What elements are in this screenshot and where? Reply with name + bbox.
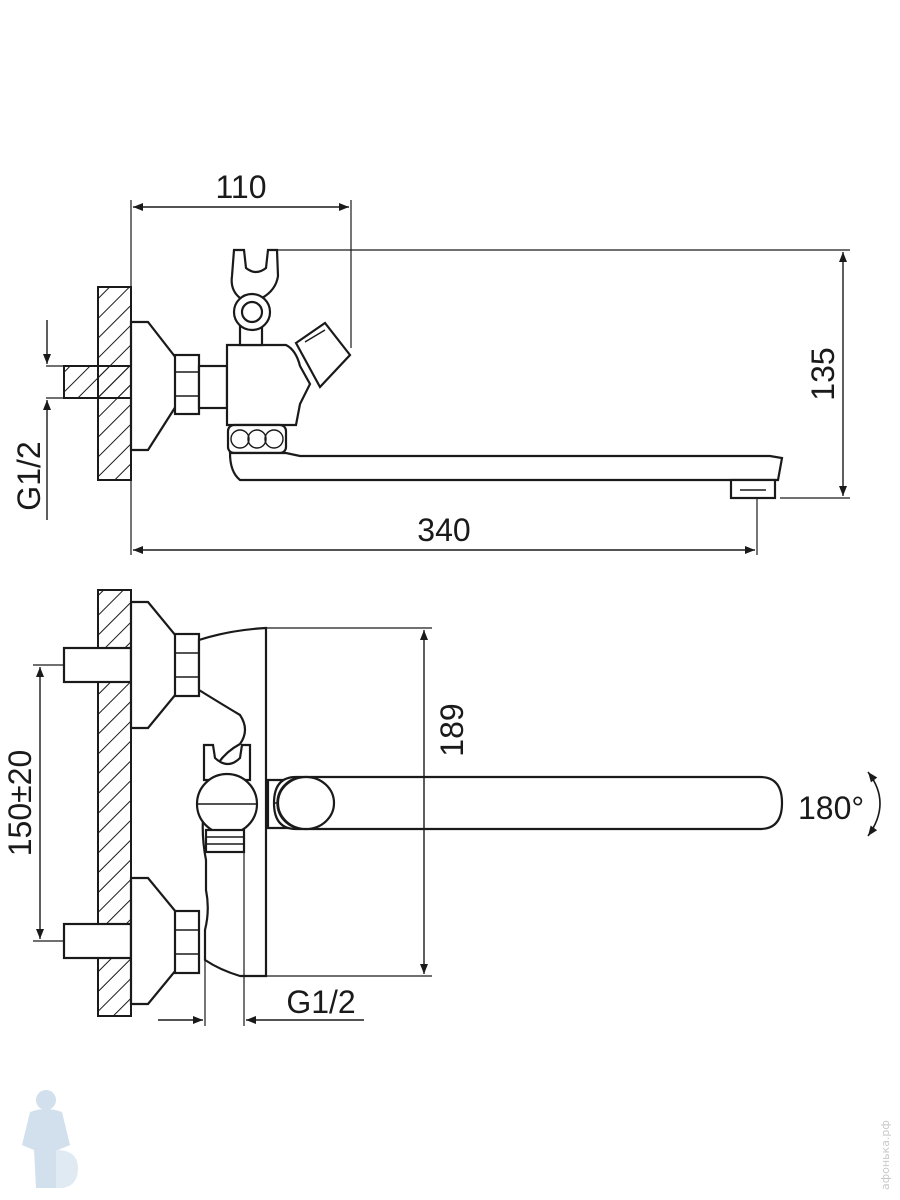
- hex-nut: [173, 353, 201, 416]
- side-view: 110 135 340 G1/2: [11, 169, 850, 555]
- spout-top: [272, 775, 784, 831]
- escutcheon: [129, 320, 178, 452]
- plumber-mascot-icon: [22, 1090, 78, 1188]
- rotation-arrow: [867, 771, 881, 837]
- top-view: 189 150±20 G1/2 180°: [2, 589, 881, 1026]
- dimension-110-label: 110: [215, 169, 266, 205]
- watermark-text: афонька.рф: [879, 1120, 892, 1190]
- rotation-label: 180°: [798, 790, 864, 826]
- dimension-g12-top-label: G1/2: [286, 984, 355, 1020]
- aerator: [729, 478, 777, 500]
- dimension-189-label: 189: [434, 703, 470, 756]
- mixer-body: [225, 343, 312, 427]
- spout: [228, 451, 784, 482]
- dimension-g12-side-label: G1/2: [11, 441, 47, 510]
- inlet-pipe: [63, 365, 132, 399]
- dimension-340-label: 340: [417, 512, 470, 548]
- dimension-150-label: 150±20: [2, 750, 38, 857]
- dimension-135-label: 135: [805, 347, 841, 400]
